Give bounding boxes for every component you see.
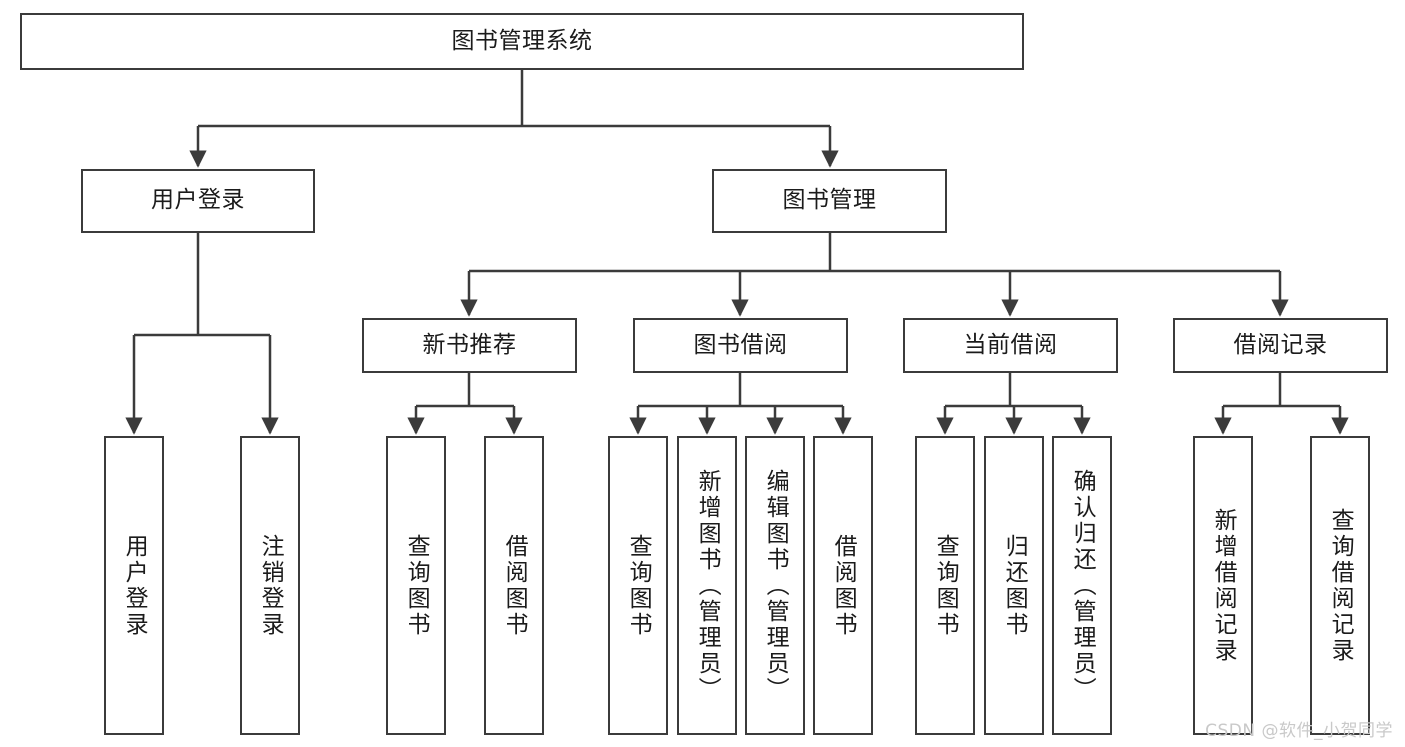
node-book-borrow[interactable]: 图书借阅 <box>633 318 848 373</box>
node-leaf-user-login-label: 用户登录 <box>121 533 148 638</box>
node-borrow-records-label: 借阅记录 <box>1233 331 1328 358</box>
node-leaf-return-book[interactable]: 归还图书 <box>984 436 1044 735</box>
node-current-borrow[interactable]: 当前借阅 <box>903 318 1118 373</box>
node-new-book-recommend-label: 新书推荐 <box>422 331 517 358</box>
node-leaf-query-book-rec[interactable]: 查询图书 <box>386 436 446 735</box>
node-leaf-query-book-current[interactable]: 查询图书 <box>915 436 975 735</box>
node-leaf-query-book-borrow-label: 查询图书 <box>625 533 652 638</box>
node-leaf-logout-label: 注销登录 <box>257 533 284 638</box>
node-current-borrow-label: 当前借阅 <box>963 331 1058 358</box>
node-leaf-edit-book-admin[interactable]: 编辑图书（管理员） <box>745 436 805 735</box>
node-leaf-query-book-current-label: 查询图书 <box>932 533 959 638</box>
node-leaf-add-book-admin-label: 新增图书（管理员） <box>694 468 721 703</box>
node-leaf-borrow-book-rec-label: 借阅图书 <box>501 533 528 638</box>
edges-borrow-records-to-leaves <box>1214 373 1349 435</box>
node-leaf-confirm-return-admin-label: 确认归还（管理员） <box>1069 468 1096 703</box>
node-leaf-add-borrow-record[interactable]: 新增借阅记录 <box>1193 436 1253 735</box>
node-leaf-borrow-book-label: 借阅图书 <box>830 533 857 638</box>
node-leaf-confirm-return-admin[interactable]: 确认归还（管理员） <box>1052 436 1112 735</box>
node-root-label: 图书管理系统 <box>451 27 593 54</box>
edges-new-book-to-leaves <box>407 373 523 435</box>
node-leaf-query-book-rec-label: 查询图书 <box>403 533 430 638</box>
edges-root-to-level2 <box>189 70 839 168</box>
node-book-management-label: 图书管理 <box>782 187 877 214</box>
edges-book-borrow-to-leaves <box>629 373 852 435</box>
node-new-book-recommend[interactable]: 新书推荐 <box>362 318 577 373</box>
node-leaf-query-borrow-record-label: 查询借阅记录 <box>1327 507 1354 664</box>
edges-book-management-to-level3 <box>460 233 1289 317</box>
node-leaf-edit-book-admin-label: 编辑图书（管理员） <box>762 468 789 703</box>
node-user-login-label: 用户登录 <box>151 187 245 214</box>
node-leaf-add-book-admin[interactable]: 新增图书（管理员） <box>677 436 737 735</box>
node-leaf-query-book-borrow[interactable]: 查询图书 <box>608 436 668 735</box>
edges-current-borrow-to-leaves <box>936 373 1091 435</box>
edges-user-login-to-leaves <box>125 233 279 435</box>
node-leaf-query-borrow-record[interactable]: 查询借阅记录 <box>1310 436 1370 735</box>
node-borrow-records[interactable]: 借阅记录 <box>1173 318 1388 373</box>
node-book-borrow-label: 图书借阅 <box>693 331 788 358</box>
node-leaf-borrow-book-rec[interactable]: 借阅图书 <box>484 436 544 735</box>
node-leaf-user-login[interactable]: 用户登录 <box>104 436 164 735</box>
node-user-login[interactable]: 用户登录 <box>81 169 315 233</box>
node-leaf-return-book-label: 归还图书 <box>1001 533 1028 638</box>
node-leaf-add-borrow-record-label: 新增借阅记录 <box>1210 507 1237 664</box>
node-root[interactable]: 图书管理系统 <box>20 13 1024 70</box>
node-leaf-borrow-book[interactable]: 借阅图书 <box>813 436 873 735</box>
node-leaf-logout[interactable]: 注销登录 <box>240 436 300 735</box>
node-book-management[interactable]: 图书管理 <box>712 169 947 233</box>
